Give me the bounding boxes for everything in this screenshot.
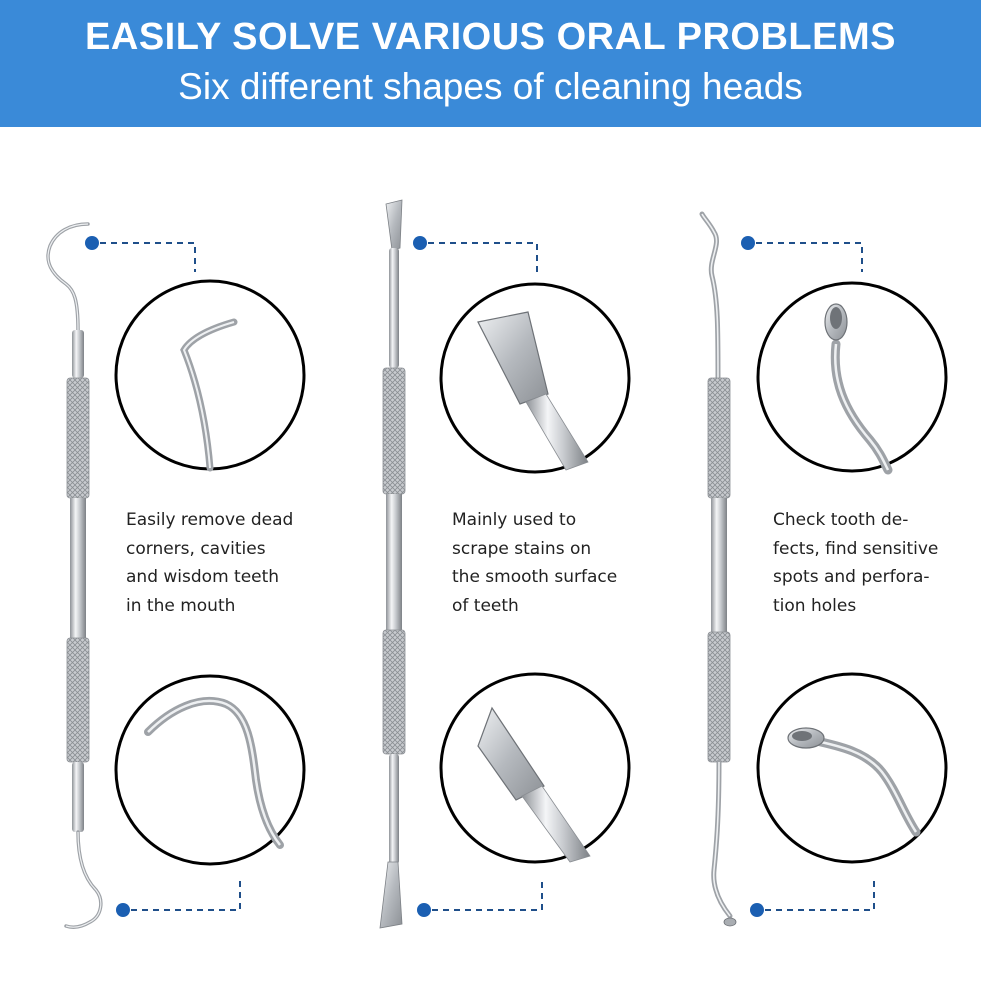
tool-1-instrument bbox=[46, 222, 103, 929]
tool-3-description: Check tooth de- fects, find sensitive sp… bbox=[773, 510, 939, 616]
tool-1-detail-top bbox=[114, 279, 306, 472]
tool-2-description: Mainly used to scrape stains on the smoo… bbox=[452, 510, 618, 616]
tool-2-instrument bbox=[379, 199, 406, 929]
tool-3-instrument bbox=[699, 211, 737, 927]
page-title: EASILY SOLVE VARIOUS ORAL PROBLEMS bbox=[85, 16, 896, 58]
tool-2-callout-top bbox=[413, 236, 538, 272]
tool-1-callout-top bbox=[85, 236, 196, 272]
tool-2-detail-bottom bbox=[439, 672, 631, 864]
header-banner: EASILY SOLVE VARIOUS ORAL PROBLEMS Six d… bbox=[0, 0, 981, 127]
tool-3-callout-bottom bbox=[750, 880, 875, 917]
tool-1-detail-bottom bbox=[114, 674, 306, 866]
tool-1-description: Easily remove dead corners, cavities and… bbox=[126, 510, 294, 616]
tool-1-callout-bottom bbox=[116, 880, 241, 917]
tool-3-detail-top bbox=[756, 281, 948, 475]
tool-3-callout-top bbox=[741, 236, 863, 272]
tool-3-detail-bottom bbox=[756, 672, 948, 864]
tool-2-detail-top bbox=[439, 282, 631, 474]
page-subtitle: Six different shapes of cleaning heads bbox=[178, 66, 803, 107]
tool-2-callout-bottom bbox=[417, 880, 543, 917]
